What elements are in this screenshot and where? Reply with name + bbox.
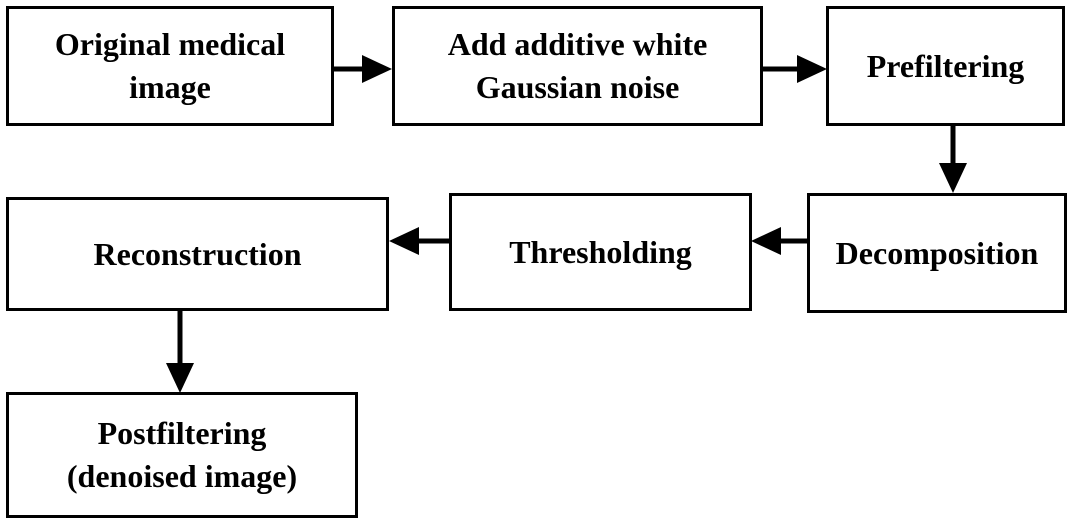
node-add-noise: Add additive white Gaussian noise	[392, 6, 763, 126]
node-thresholding: Thresholding	[449, 193, 752, 311]
node-label-line: (denoised image)	[66, 458, 298, 494]
node-label-line: Gaussian noise	[475, 69, 680, 105]
node-label-line: Original medical	[54, 26, 286, 62]
node-prefiltering: Prefiltering	[826, 6, 1065, 126]
node-original-medical-image: Original medical image	[6, 6, 334, 126]
node-label-line: Thresholding	[509, 233, 692, 270]
arrowhead-down-2	[166, 363, 194, 393]
arrowhead-right-2	[797, 55, 827, 83]
node-label-line: Reconstruction	[93, 235, 302, 272]
arrowhead-down-1	[939, 163, 967, 193]
arrowhead-right-1	[362, 55, 392, 83]
node-label-line: image	[129, 69, 211, 105]
arrowhead-left-1	[751, 227, 781, 255]
node-decomposition: Decomposition	[807, 193, 1067, 313]
node-reconstruction: Reconstruction	[6, 197, 389, 311]
arrowhead-left-2	[389, 227, 419, 255]
node-postfiltering: Postfiltering (denoised image)	[6, 392, 358, 518]
node-label-line: Postfiltering	[97, 415, 267, 451]
node-label-line: Decomposition	[835, 234, 1039, 271]
node-label-line: Add additive white	[447, 26, 708, 62]
node-label-line: Prefiltering	[866, 47, 1025, 84]
